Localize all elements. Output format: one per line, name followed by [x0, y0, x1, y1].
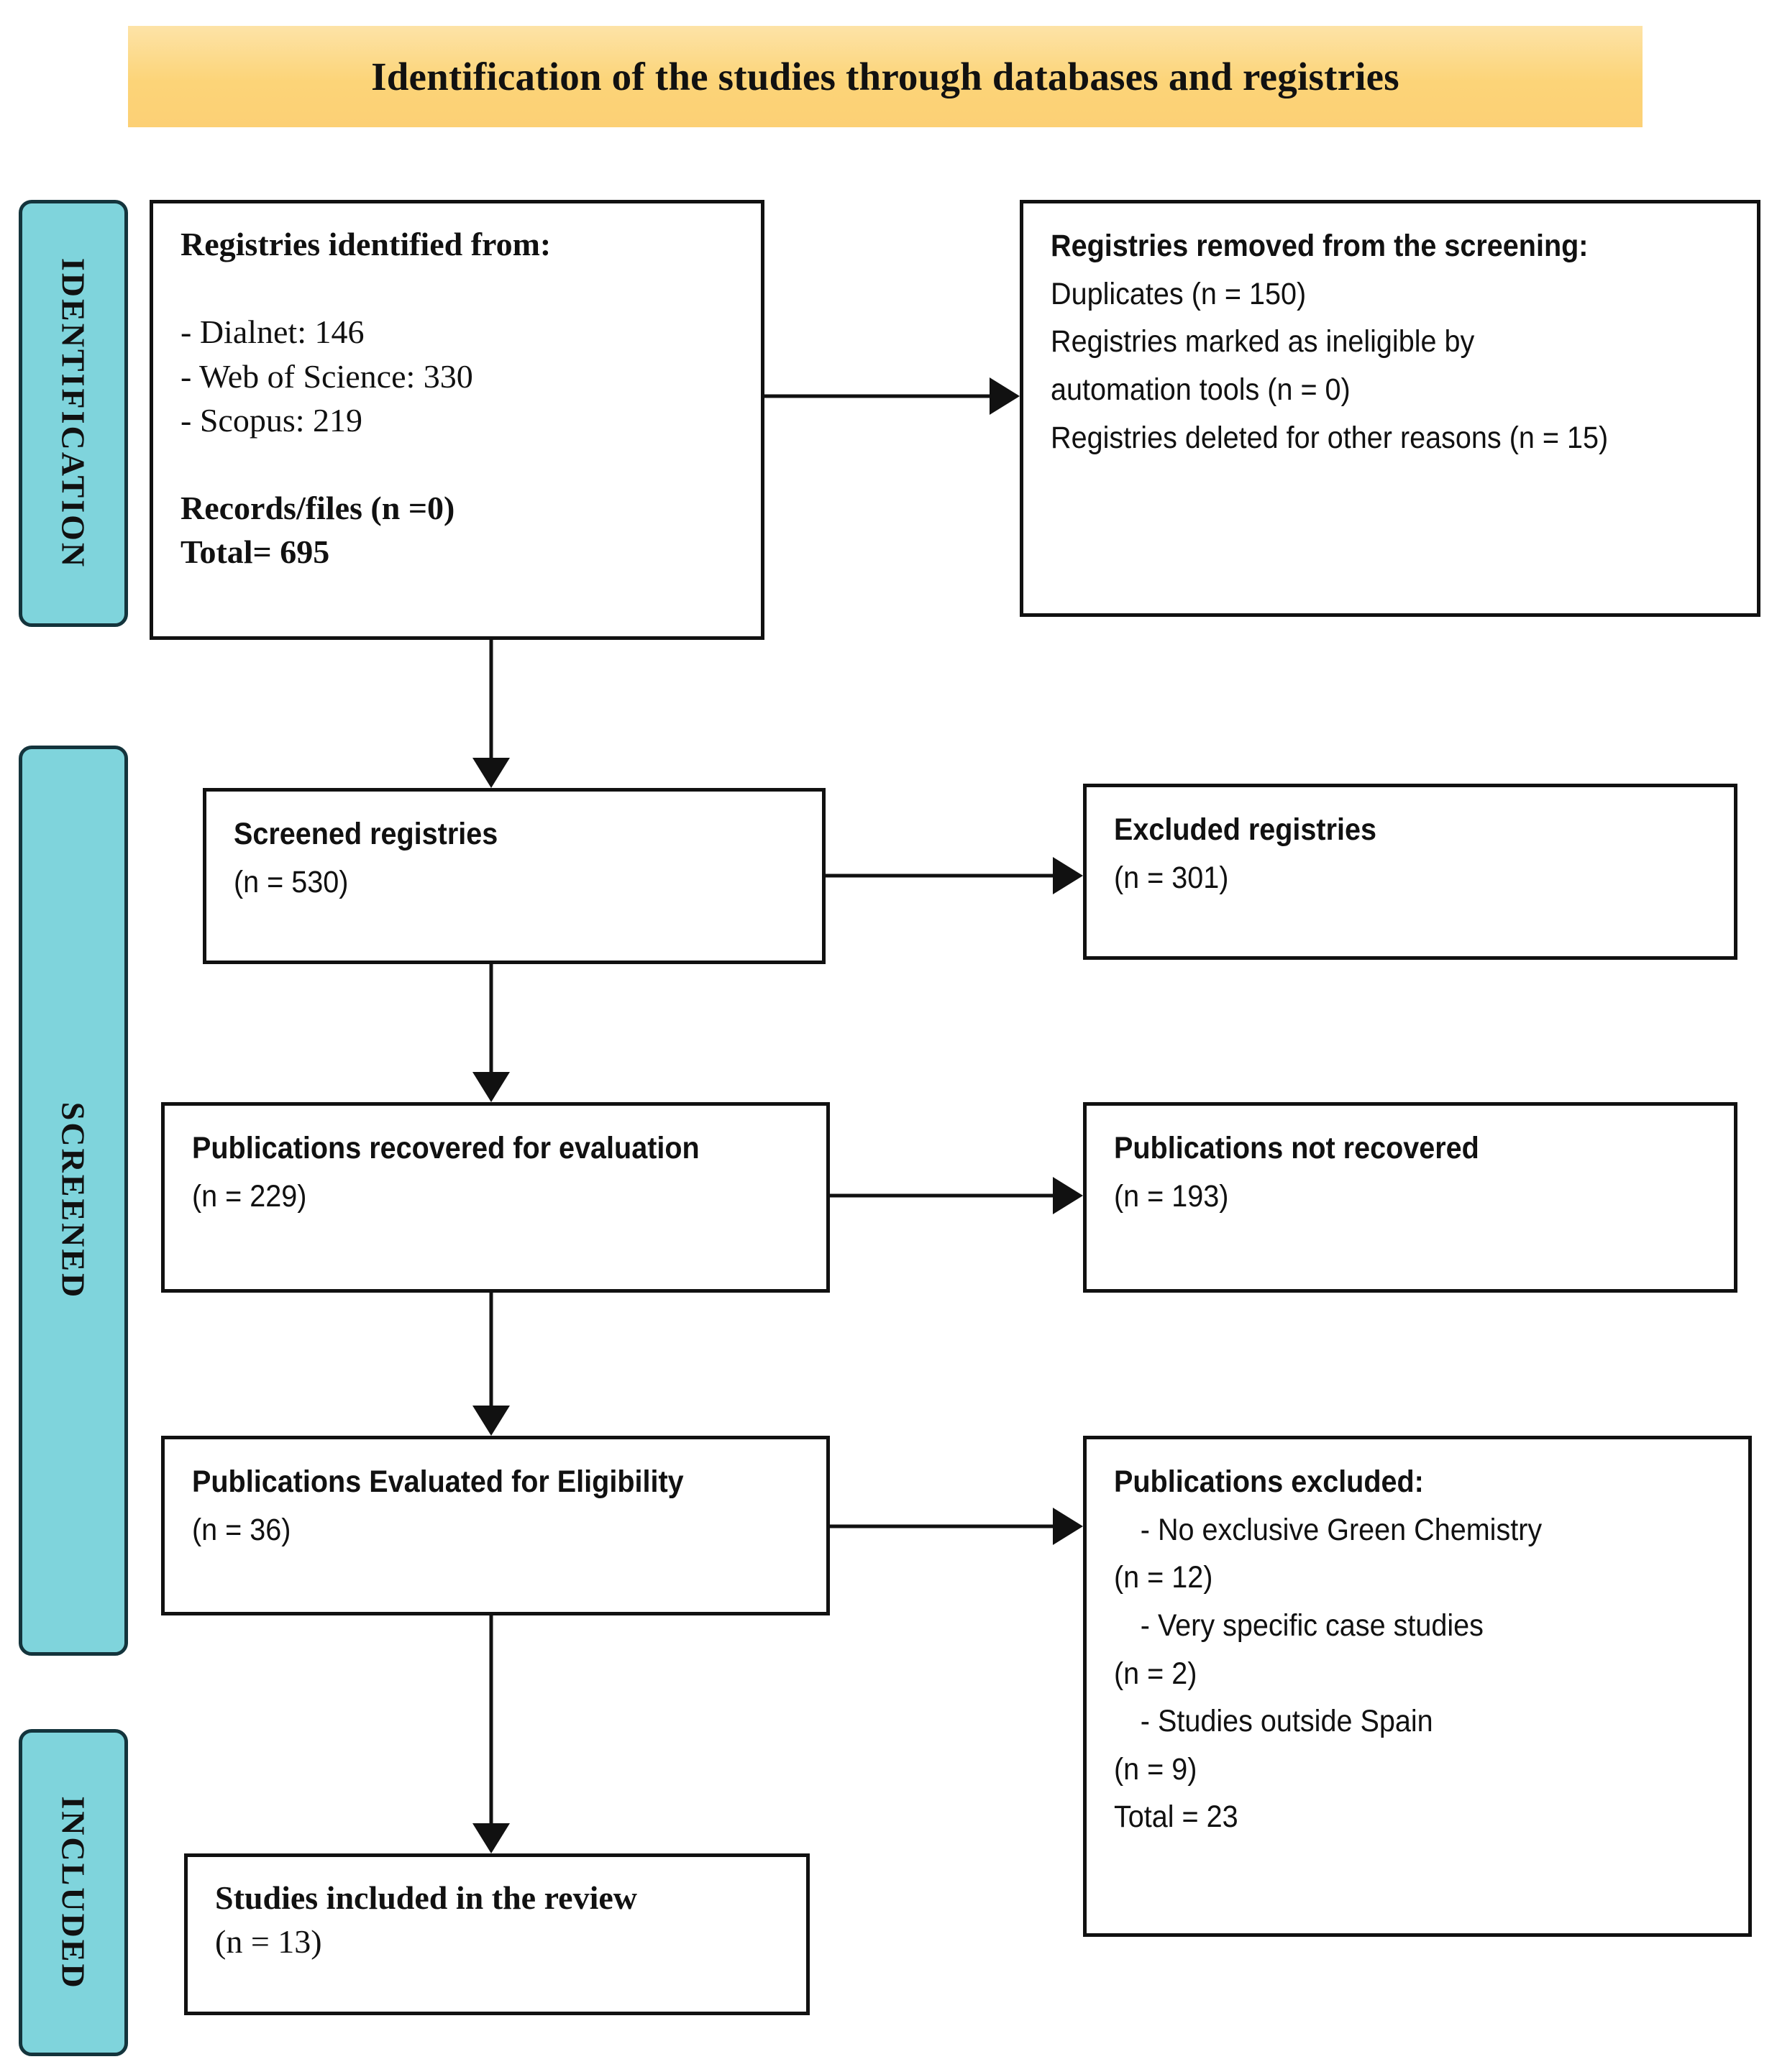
included-heading: Studies included in the review — [215, 1879, 637, 1916]
box-publications-recovered: Publications recovered for evaluation (n… — [161, 1102, 830, 1293]
identified-total: Total= 695 — [181, 533, 330, 571]
page-title: Identification of the studies through da… — [371, 55, 1399, 98]
box-studies-included: Studies included in the review (n = 13) — [184, 1853, 810, 2015]
arrow-shaft — [489, 964, 493, 1072]
removed-line-other: Registries deleted for other reasons (n … — [1051, 420, 1609, 455]
arrow-head-icon — [472, 1406, 510, 1436]
arrow-head-icon — [1053, 857, 1083, 894]
identified-source-scopus: - Scopus: 219 — [181, 401, 362, 439]
stage-bar-screened: SCREENED — [19, 746, 128, 1656]
excluded-publications-count-1: (n = 12) — [1114, 1560, 1213, 1595]
stage-label-identification: IDENTIFICATION — [55, 257, 92, 569]
excluded-publications-count-3: (n = 9) — [1114, 1751, 1197, 1787]
arrow-identified-to-removed — [764, 376, 1020, 416]
arrow-eligibility-to-excluded-publications — [830, 1506, 1083, 1546]
stage-label-screened: SCREENED — [55, 1101, 92, 1300]
identified-spacer-1 — [181, 266, 739, 310]
arrow-shaft — [489, 640, 493, 758]
not-recovered-count: (n = 193) — [1114, 1178, 1229, 1214]
box-excluded-registries: Excluded registries (n = 301) — [1083, 784, 1737, 960]
arrow-eligibility-to-included — [471, 1615, 511, 1853]
excluded-publications-count-2: (n = 2) — [1114, 1656, 1197, 1691]
stage-label-included: INCLUDED — [55, 1795, 92, 1990]
arrow-shaft — [830, 1193, 1053, 1198]
box-publications-excluded: Publications excluded: - No exclusive Gr… — [1083, 1436, 1752, 1937]
screened-count: (n = 530) — [234, 864, 349, 899]
excluded-registries-count: (n = 301) — [1114, 860, 1229, 895]
recovered-count: (n = 229) — [192, 1178, 307, 1214]
screened-heading: Screened registries — [234, 817, 498, 851]
arrow-shaft — [489, 1293, 493, 1406]
identified-records: Records/files (n =0) — [181, 490, 455, 527]
arrow-identified-to-screened — [471, 640, 511, 788]
recovered-heading: Publications recovered for evaluation — [192, 1131, 700, 1165]
box-registries-identified: Registries identified from: - Dialnet: 1… — [150, 200, 764, 640]
excluded-publications-reason-1: - No exclusive Green Chemistry — [1140, 1512, 1543, 1547]
arrow-recovered-to-not-recovered — [830, 1175, 1083, 1216]
arrow-shaft — [764, 394, 990, 398]
box-publications-not-recovered: Publications not recovered (n = 193) — [1083, 1102, 1737, 1293]
arrow-head-icon — [1053, 1177, 1083, 1214]
identified-source-dialnet: - Dialnet: 146 — [181, 313, 365, 351]
removed-line-ineligible: Registries marked as ineligible by — [1051, 324, 1475, 359]
arrow-screened-to-excluded — [826, 856, 1083, 896]
box-registries-removed: Registries removed from the screening: D… — [1020, 200, 1760, 617]
box-screened-registries: Screened registries (n = 530) — [203, 788, 826, 964]
arrow-shaft — [830, 1524, 1053, 1528]
arrow-head-icon — [472, 758, 510, 788]
eligibility-heading: Publications Evaluated for Eligibility — [192, 1464, 684, 1499]
arrow-recovered-to-eligibility — [471, 1293, 511, 1436]
header-banner: Identification of the studies through da… — [128, 26, 1643, 127]
arrow-screened-to-recovered — [471, 964, 511, 1102]
included-count: (n = 13) — [215, 1923, 322, 1961]
excluded-publications-heading: Publications excluded: — [1114, 1464, 1424, 1499]
excluded-registries-heading: Excluded registries — [1114, 812, 1376, 847]
arrow-head-icon — [1053, 1508, 1083, 1545]
stage-bar-identification: IDENTIFICATION — [19, 200, 128, 627]
excluded-publications-reason-3: - Studies outside Spain — [1140, 1704, 1433, 1739]
excluded-publications-total: Total = 23 — [1114, 1800, 1238, 1835]
arrow-shaft — [489, 1615, 493, 1823]
removed-heading: Registries removed from the screening: — [1051, 229, 1589, 263]
identified-heading: Registries identified from: — [181, 226, 552, 262]
box-publications-eligibility: Publications Evaluated for Eligibility (… — [161, 1436, 830, 1615]
excluded-publications-reason-2: - Very specific case studies — [1140, 1608, 1484, 1643]
removed-line-duplicates: Duplicates (n = 150) — [1051, 276, 1307, 311]
arrow-shaft — [826, 874, 1053, 878]
removed-line-automation: automation tools (n = 0) — [1051, 372, 1351, 407]
arrow-head-icon — [990, 377, 1020, 415]
arrow-head-icon — [472, 1823, 510, 1853]
identified-spacer-2 — [181, 442, 739, 486]
not-recovered-heading: Publications not recovered — [1114, 1131, 1479, 1165]
identified-source-wos: - Web of Science: 330 — [181, 357, 473, 395]
eligibility-count: (n = 36) — [192, 1512, 291, 1547]
arrow-head-icon — [472, 1072, 510, 1102]
stage-bar-included: INCLUDED — [19, 1729, 128, 2056]
